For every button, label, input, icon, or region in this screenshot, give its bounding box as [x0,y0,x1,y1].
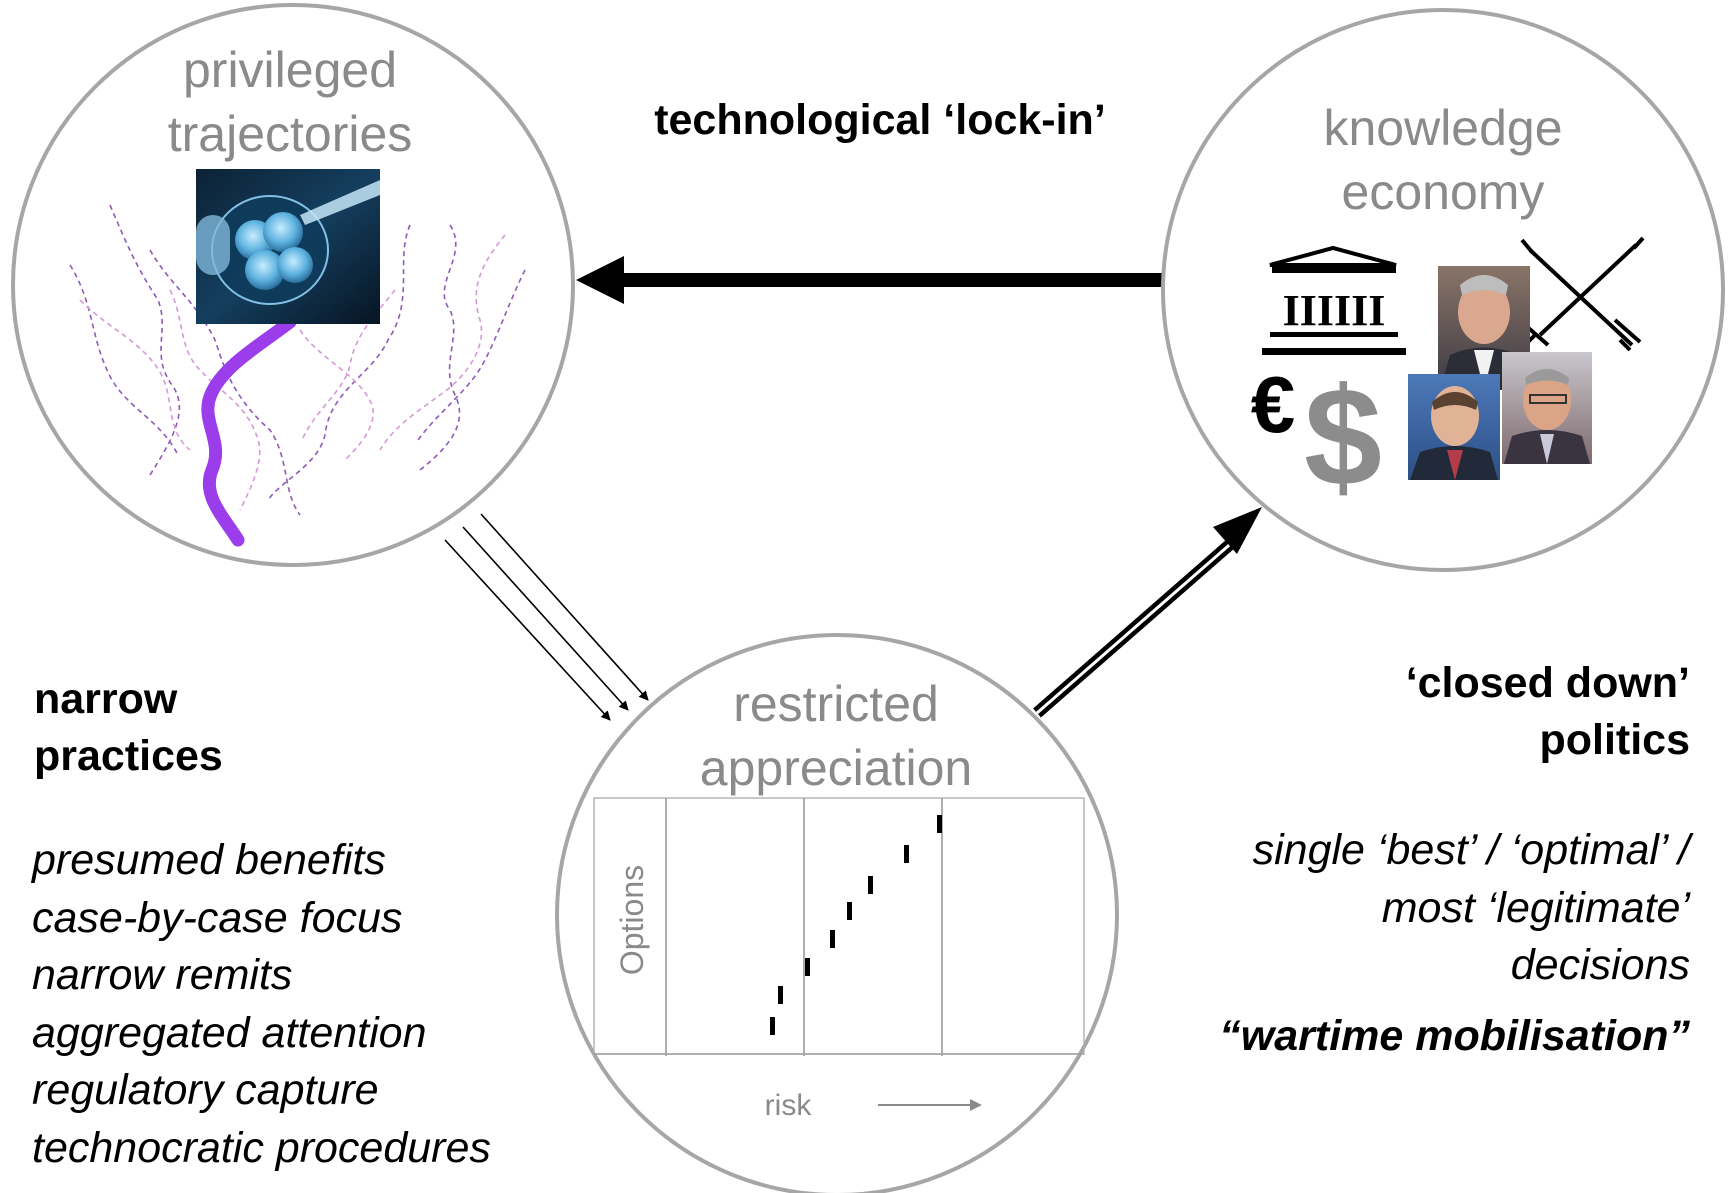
risk-arrow-icon [878,1099,982,1111]
list-item: narrow remits [32,951,293,999]
narrow-practices-arrows [444,513,649,721]
privileged-trajectories-title: privileged trajectories [140,38,440,166]
list-item: most ‘legitimate’ [1381,883,1690,932]
list-item: technocratic procedures [32,1123,491,1172]
privileged-title-line1: privileged [182,42,397,98]
privileged-title-line2: trajectories [167,106,413,162]
node-privileged-trajectories [11,3,575,567]
knowledge-title-line2: economy [1341,164,1545,220]
list-item: regulatory capture [32,1066,379,1114]
euro-icon: € [1251,360,1296,449]
list-item: presumed benefits [32,836,386,884]
dollar-icon: $ [1304,358,1382,515]
narrow-practices-list: presumed benefits case-by-case focus nar… [32,832,491,1177]
list-item: single ‘best’ / ‘optimal’ / [1252,826,1690,874]
embryo-image [196,169,380,324]
list-item: aggregated attention [32,1008,427,1057]
closed-down-politics-heading: ‘closed down’ politics [1406,655,1690,769]
portrait-photo-2 [1408,374,1500,480]
closed-down-politics-list: single ‘best’ / ‘optimal’ / most ‘legiti… [1253,822,1690,995]
narrow-heading-line1: narrow [34,675,178,723]
restricted-appreciation-title: restricted appreciation [666,672,1006,800]
narrow-practices-heading: narrow practices [34,671,223,785]
restricted-title-line2: appreciation [699,740,973,796]
knowledge-title-line1: knowledge [1323,100,1563,156]
restricted-title-line1: restricted [733,676,939,732]
chart-y-axis-label: Options [614,865,650,975]
risk-chart [593,797,1085,1056]
institution-columns: IIIIII [1283,286,1386,335]
node-restricted-appreciation: Options risk [555,633,1119,1193]
privileged-trajectory-path [201,315,297,547]
portrait-photo-3 [1502,352,1592,464]
list-item: case-by-case focus [32,893,403,942]
list-item: decisions [1510,941,1690,989]
closed-heading-line2: politics [1539,716,1690,764]
option-marks [770,815,942,1035]
wartime-mobilisation-label: “wartime mobilisation” [1219,1012,1690,1060]
knowledge-economy-title: knowledge economy [1293,96,1593,224]
lock-in-label: technological ‘lock-in’ [654,96,1106,144]
narrow-heading-line2: practices [34,732,223,780]
chart-x-axis-label: risk [765,1089,813,1122]
institution-icon: IIIIII [1262,245,1406,355]
lock-in-arrow [576,256,1166,304]
closed-heading-line1: ‘closed down’ [1405,659,1690,707]
node-knowledge-economy: IIIIII [1161,8,1725,572]
closed-down-politics-arrow [1033,507,1262,718]
